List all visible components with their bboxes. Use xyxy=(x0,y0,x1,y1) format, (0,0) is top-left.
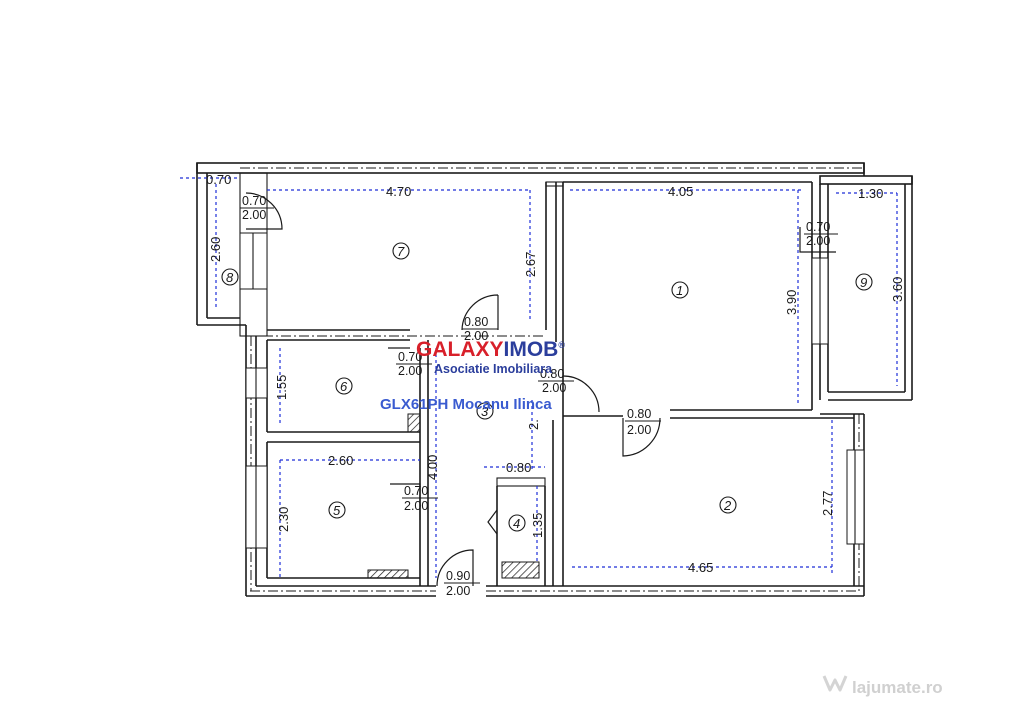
svg-text:2.00: 2.00 xyxy=(627,423,651,437)
room-numbers: 1 2 3 4 5 6 7 8 xyxy=(221,242,873,532)
svg-text:2: 2 xyxy=(723,498,732,513)
svg-text:3: 3 xyxy=(481,404,489,419)
room-number-9: 9 xyxy=(855,273,873,291)
dimension-lines xyxy=(180,177,898,578)
doors xyxy=(245,192,836,587)
svg-text:8: 8 xyxy=(226,270,234,285)
room-number-2: 2 xyxy=(719,496,737,514)
dim-label-1.30: 1.30 xyxy=(858,186,883,201)
dim-label-1.35: 1.35 xyxy=(530,513,545,538)
svg-text:0.80: 0.80 xyxy=(464,315,488,329)
dim-label-2.77: 2.77 xyxy=(820,491,835,516)
door-label-room7: 0.80 2.00 xyxy=(462,315,498,343)
svg-text:2.00: 2.00 xyxy=(398,364,422,378)
dim-label-3.90: 3.90 xyxy=(784,290,799,315)
dim-label-0.80: 0.80 xyxy=(506,460,531,475)
dim-label-4.00: 4.00 xyxy=(425,455,440,480)
room-number-7: 7 xyxy=(392,242,410,260)
room-number-3: 3 xyxy=(476,402,494,420)
room-number-4: 4 xyxy=(508,514,526,532)
door-label-room6: 0.70 2.00 xyxy=(396,350,432,378)
door-label-room2: 0.80 2.00 xyxy=(625,407,661,437)
door-label-room9: 0.70 2.00 xyxy=(804,220,838,248)
svg-text:6: 6 xyxy=(340,379,348,394)
logo-subtitle: Asociatie Imobiliara xyxy=(434,362,553,376)
svg-text:2.00: 2.00 xyxy=(404,499,428,513)
dim-label-2.67: 2.67 xyxy=(523,252,538,277)
svg-text:2.00: 2.00 xyxy=(242,208,266,222)
door-label-entrance: 0.90 2.00 xyxy=(444,569,480,598)
windows xyxy=(239,232,865,549)
dim-label-2-partial: 2. xyxy=(526,419,541,430)
svg-text:0.80: 0.80 xyxy=(627,407,651,421)
svg-text:1: 1 xyxy=(676,283,683,298)
dim-label-3.60: 3.60 xyxy=(890,277,905,302)
lajumate-logo-icon xyxy=(822,675,848,692)
lajumate-watermark: lajumate.ro xyxy=(852,678,943,697)
door-label-room8: 0.70 2.00 xyxy=(240,194,274,222)
dim-label-2.60-vertical: 2.60 xyxy=(208,237,223,262)
dimension-labels: 0.70 4.70 4.05 1.30 2.60 2.67 3.90 3.60 … xyxy=(206,172,905,575)
svg-text:2.00: 2.00 xyxy=(446,584,470,598)
dim-label-4.05: 4.05 xyxy=(668,184,693,199)
door-label-room1: 0.80 2.00 xyxy=(538,367,574,395)
svg-text:0.80: 0.80 xyxy=(540,367,564,381)
svg-text:4: 4 xyxy=(513,516,520,531)
svg-text:5: 5 xyxy=(333,503,341,518)
svg-text:0.70: 0.70 xyxy=(398,350,422,364)
dim-label-4.70: 4.70 xyxy=(386,184,411,199)
galaxyimob-logo: GALAXYIMOB® xyxy=(416,338,565,361)
room-number-8: 8 xyxy=(221,268,239,286)
room-number-6: 6 xyxy=(335,377,353,395)
dim-label-1.55: 1.55 xyxy=(274,375,289,400)
door-labels: 0.70 2.00 0.70 2.00 0.80 2.00 0.70 2.00 … xyxy=(240,194,838,598)
dim-label-2.30: 2.30 xyxy=(276,507,291,532)
door-label-room5: 0.70 2.00 xyxy=(402,484,438,513)
shafts xyxy=(367,413,540,579)
room-number-1: 1 xyxy=(671,281,689,299)
dim-label-2.60-horizontal: 2.60 xyxy=(328,453,353,468)
room-number-5: 5 xyxy=(328,501,346,519)
listing-reference: GLX61PH Mocanu Ilinca xyxy=(380,396,552,413)
svg-text:2.00: 2.00 xyxy=(542,381,566,395)
svg-text:2.00: 2.00 xyxy=(806,234,830,248)
svg-text:0.90: 0.90 xyxy=(446,569,470,583)
svg-text:7: 7 xyxy=(397,244,405,259)
svg-text:2.00: 2.00 xyxy=(464,329,488,343)
svg-text:0.70: 0.70 xyxy=(806,220,830,234)
svg-text:0.70: 0.70 xyxy=(404,484,428,498)
dim-label-4.65: 4.65 xyxy=(688,560,713,575)
dim-label-0.70: 0.70 xyxy=(206,172,231,187)
svg-text:0.70: 0.70 xyxy=(242,194,266,208)
svg-text:9: 9 xyxy=(860,275,867,290)
